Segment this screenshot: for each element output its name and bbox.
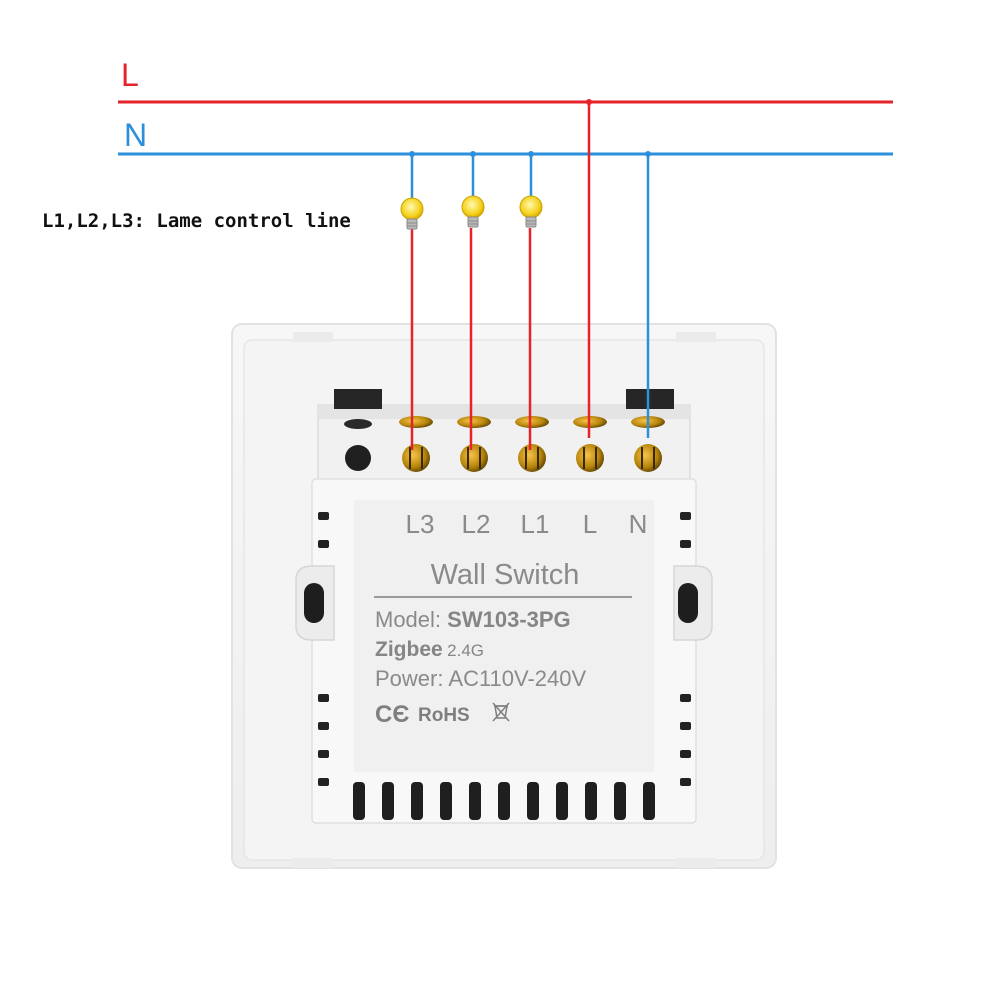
terminal-slot — [515, 416, 549, 428]
vent — [318, 512, 329, 520]
vent — [411, 782, 423, 820]
label-protocol: Zigbee 2.4G — [375, 638, 484, 661]
plate-notch — [676, 332, 716, 342]
junction-dot — [409, 151, 415, 157]
terminal-label-l2: L2 — [462, 509, 491, 539]
wires — [409, 99, 651, 450]
light-bulbs — [400, 195, 543, 230]
vent — [680, 694, 691, 702]
vent — [469, 782, 481, 820]
vent — [680, 512, 691, 520]
mount-hole-right — [678, 583, 698, 623]
screw-head — [518, 444, 546, 472]
terminal-hole — [345, 445, 371, 471]
terminal-labels: L3 L2 L1 L N — [406, 509, 648, 539]
terminal-screw-l2 — [457, 416, 491, 472]
terminal-slot — [457, 416, 491, 428]
clip-right — [626, 389, 674, 409]
light-bulb-icon — [519, 195, 543, 228]
weee-bin-icon — [492, 702, 510, 722]
vent — [382, 782, 394, 820]
label-model-value: SW103-3PG — [447, 607, 571, 632]
screw-head — [576, 444, 604, 472]
terminal-screw-l1 — [515, 416, 549, 472]
neutral-label: N — [124, 117, 147, 153]
plate-notch — [293, 332, 333, 342]
mains-lines: L N — [118, 57, 893, 156]
label-protocol-name: Zigbee — [375, 638, 443, 661]
light-bulb-icon — [461, 195, 485, 228]
label-power: Power: AC110V-240V — [375, 666, 587, 691]
label-model-prefix: Model: — [375, 607, 441, 632]
vent — [680, 722, 691, 730]
product-label — [354, 500, 654, 772]
label-power-prefix: Power: — [375, 666, 443, 691]
vent — [680, 778, 691, 786]
vent — [318, 694, 329, 702]
plate-notch — [676, 858, 716, 868]
junction-dot — [586, 99, 592, 105]
vent — [318, 540, 329, 548]
terminal-slot — [399, 416, 433, 428]
terminal-label-n: N — [629, 509, 648, 539]
label-rohs: RoHS — [418, 705, 470, 726]
vent — [527, 782, 539, 820]
terminal-label-l3: L3 — [406, 509, 435, 539]
vent — [318, 778, 329, 786]
label-title: Wall Switch — [431, 559, 580, 591]
vent — [318, 750, 329, 758]
bottom-vents — [353, 782, 655, 820]
terminal-screw-l — [573, 416, 607, 472]
vent — [585, 782, 597, 820]
ce-mark-icon: CЄ — [375, 701, 409, 728]
vent — [353, 782, 365, 820]
label-frequency: 2.4G — [447, 641, 484, 660]
vent — [318, 722, 329, 730]
junction-dot — [528, 151, 534, 157]
vent — [643, 782, 655, 820]
side-vents — [318, 512, 691, 786]
light-bulb-icon — [400, 197, 424, 230]
plate-notch — [293, 858, 333, 868]
terminal-slot — [344, 419, 372, 429]
vent — [680, 540, 691, 548]
junction-dot — [470, 151, 476, 157]
vent — [498, 782, 510, 820]
mount-hole-left — [304, 583, 324, 623]
terminal-label-l: L — [583, 509, 597, 539]
terminal-label-l1: L1 — [521, 509, 550, 539]
terminal-screws — [399, 416, 665, 472]
vent — [556, 782, 568, 820]
screw-head — [634, 444, 662, 472]
vent — [614, 782, 626, 820]
junction-dot — [645, 151, 651, 157]
terminal-screw-l3 — [399, 416, 433, 472]
control-line-note: L1,L2,L3: Lame control line — [42, 210, 351, 232]
label-model: Model: SW103-3PG — [375, 607, 571, 632]
vent — [680, 750, 691, 758]
screw-head — [402, 444, 430, 472]
screw-head — [460, 444, 488, 472]
clip-left — [334, 389, 382, 409]
live-label: L — [121, 57, 139, 93]
vent — [440, 782, 452, 820]
product-label-text: Wall Switch Model: SW103-3PG Zigbee 2.4G… — [374, 559, 632, 728]
label-power-value: AC110V-240V — [448, 666, 586, 691]
